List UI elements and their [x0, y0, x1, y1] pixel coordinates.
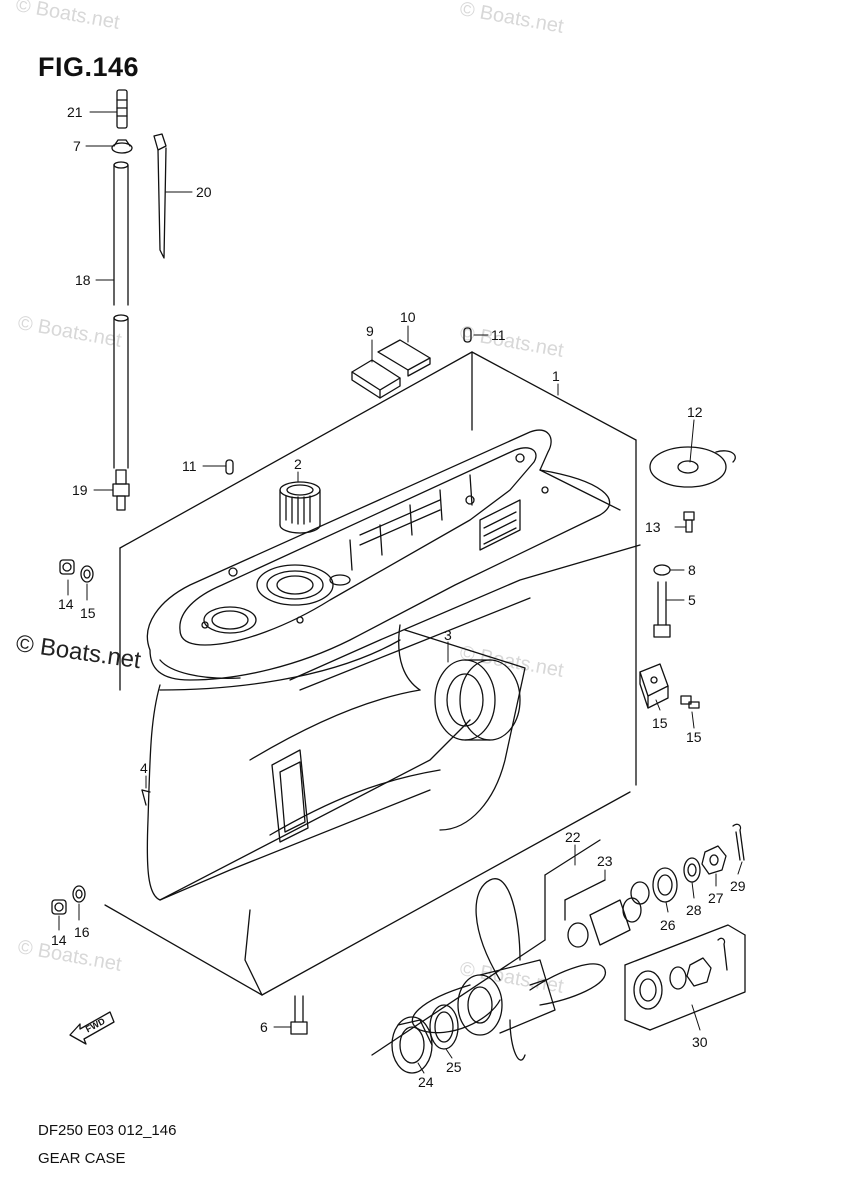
- part-14-nut-lower: [51, 899, 67, 915]
- part-12-disc: [649, 446, 736, 488]
- part-14-nut-upper: [59, 559, 75, 575]
- part-21-rod-top: [116, 89, 128, 129]
- callout-1: 1: [552, 368, 560, 384]
- callout-28: 28: [686, 902, 702, 918]
- part-28-washer: [683, 857, 701, 883]
- part-27-nut: [701, 845, 727, 875]
- part-9-10-anode: [351, 339, 431, 399]
- callout-10: 10: [400, 309, 416, 325]
- part-15-washer-lower: [72, 885, 86, 903]
- part-22-bracket: [371, 839, 601, 1056]
- part-8-washer: [653, 564, 671, 576]
- callout-22: 22: [565, 829, 581, 845]
- part-7-clip: [111, 139, 133, 154]
- callout-16: 15: [652, 715, 668, 731]
- part-25-washer: [429, 1004, 459, 1050]
- callout-4: 4: [140, 760, 148, 776]
- part-24-thrust-hub: [391, 1016, 433, 1074]
- callout-24: 24: [418, 1074, 434, 1090]
- figure-title: FIG.146: [38, 52, 140, 82]
- part-callouts: 21 7 20 18 19 11 2 9 10 11 1 3 12 13 8 5…: [51, 104, 746, 1090]
- callout-15-upper: 15: [80, 605, 96, 621]
- callout-26: 26: [660, 917, 676, 933]
- callout-5: 5: [688, 592, 696, 608]
- part-11-dowels: [225, 327, 472, 475]
- callout-18: 18: [75, 272, 91, 288]
- gear-case-housing: [146, 429, 641, 996]
- callout-2: 2: [294, 456, 302, 472]
- callout-11-upper: 11: [491, 327, 506, 343]
- part-2-bearing: [279, 481, 321, 534]
- part-13-screw: [683, 511, 695, 533]
- propeller: [411, 878, 606, 1061]
- callout-12: 12: [687, 404, 703, 420]
- part-6-bolt: [290, 995, 308, 1035]
- part-23-sleeve: [564, 879, 650, 948]
- part-3-bearing-carrier: [434, 659, 521, 741]
- diagram-caption: GEAR CASE: [38, 1150, 126, 1167]
- part-16-block: [639, 663, 669, 709]
- part-29-cotter-pin: [732, 823, 745, 861]
- callout-30: 30: [692, 1034, 708, 1050]
- callout-9: 9: [366, 323, 374, 339]
- gear-case-box-outline: [104, 351, 637, 996]
- forward-arrow-icon: [69, 1011, 115, 1045]
- callout-13: 13: [645, 519, 661, 535]
- part-5-bolt: [653, 581, 671, 638]
- callout-7: 7: [73, 138, 81, 154]
- callout-6: 6: [260, 1019, 268, 1035]
- part-30-kit: [624, 924, 746, 1031]
- callout-11-lower: 11: [182, 458, 197, 474]
- part-17-screw: [680, 695, 700, 709]
- part-18-shift-rod: [113, 161, 129, 469]
- callout-23: 23: [597, 853, 613, 869]
- callout-14-lower: 14: [51, 932, 67, 948]
- callout-8: 8: [688, 562, 696, 578]
- diagram-code: DF250 E03 012_146: [38, 1122, 177, 1139]
- callout-21: 21: [67, 104, 83, 120]
- callout-15-lower: 16: [74, 924, 90, 940]
- callout-3: 3: [444, 627, 452, 643]
- callout-25: 25: [446, 1059, 462, 1075]
- callout-29: 29: [730, 878, 746, 894]
- part-19-fitting: [112, 469, 130, 511]
- part-4-pin: [141, 789, 151, 806]
- part-26-spline-washer: [652, 867, 678, 903]
- callout-14-upper: 14: [58, 596, 74, 612]
- leader-lines: [58, 111, 743, 1074]
- part-20-cable-tie: [153, 133, 167, 259]
- part-15-washer-upper: [80, 565, 94, 583]
- callout-17: 15: [686, 729, 702, 745]
- callout-19: 19: [72, 482, 88, 498]
- callout-20: 20: [196, 184, 212, 200]
- callout-27: 27: [708, 890, 724, 906]
